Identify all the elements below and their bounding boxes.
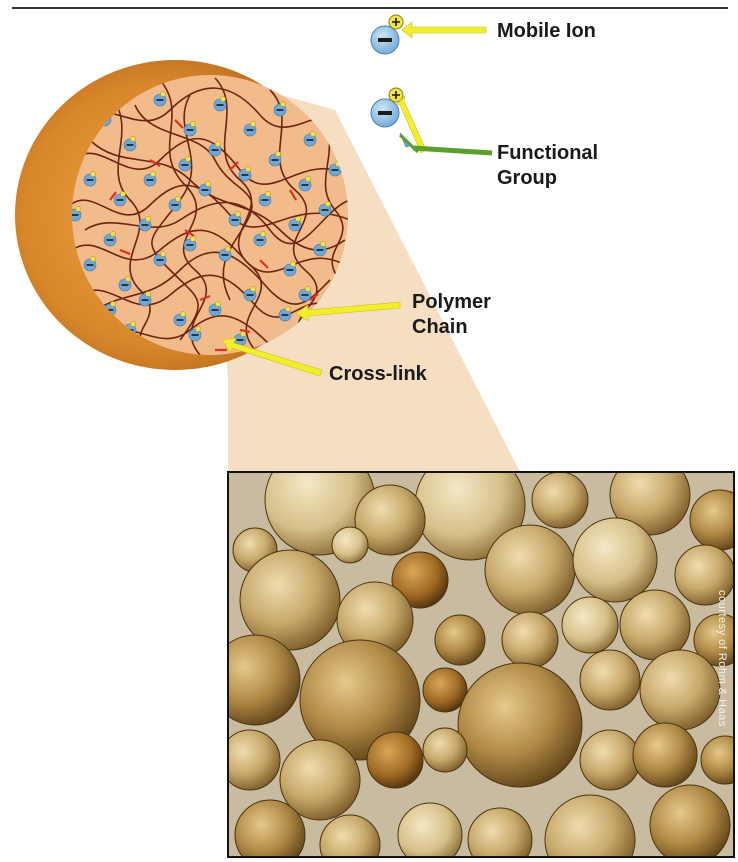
functional-group-label-line2: Group: [497, 166, 557, 190]
cross-link-label: Cross-link: [329, 362, 427, 386]
mobile-ion-leader: [402, 22, 486, 38]
mobile-ion-label: Mobile Ion: [497, 19, 596, 43]
resin-bead-sphere: [532, 472, 588, 528]
resin-bead-sphere: [423, 728, 467, 772]
resin-bead-sphere: [423, 668, 467, 712]
resin-bead-sphere: [650, 785, 730, 862]
resin-bead-sphere: [640, 650, 720, 730]
resin-bead-sphere: [332, 527, 368, 563]
resin-bead-sphere: [485, 525, 575, 615]
functional-group-leaders: [397, 96, 492, 153]
polymer-chain-label-line2: Chain: [412, 315, 468, 339]
resin-bead-sphere: [367, 732, 423, 788]
resin-bead-sphere: [210, 635, 300, 725]
resin-bead-sphere: [580, 650, 640, 710]
functional-group-label-line1: Functional: [497, 141, 598, 165]
resin-bead-sphere: [562, 597, 618, 653]
polymer-chain-label-line1: Polymer: [412, 290, 491, 314]
resin-bead-sphere: [398, 803, 462, 862]
mobile-ion-icon: [371, 15, 403, 54]
photo-credit: courtesy of Rohm & Haas: [716, 590, 728, 727]
resin-bead-sphere: [435, 615, 485, 665]
resin-bead-sphere: [620, 590, 690, 660]
resin-bead-sphere: [502, 612, 558, 668]
resin-bead-sphere: [580, 730, 640, 790]
resin-bead-sphere: [633, 723, 697, 787]
resin-bead-sphere: [458, 663, 582, 787]
resin-bead-photo: [210, 445, 738, 862]
resin-bead-sphere: [573, 518, 657, 602]
